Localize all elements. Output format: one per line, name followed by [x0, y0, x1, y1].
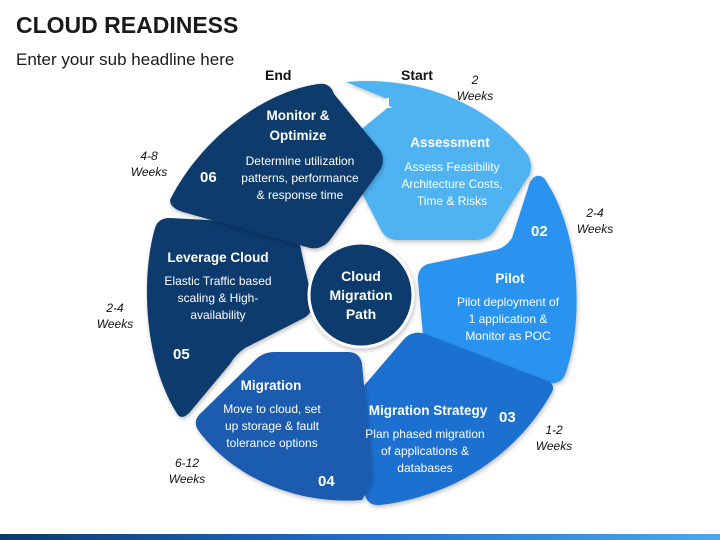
step-number-03: 03 [499, 409, 516, 426]
segment-06 [170, 83, 383, 249]
step-number-01: 01 [375, 95, 392, 112]
step-line-04-3: tolerance options [226, 436, 317, 450]
center-label-line1: Cloud [341, 268, 381, 284]
duration-unit: Weeks [168, 472, 206, 486]
duration-value: 1-2 [545, 423, 563, 437]
step-title-04: Migration [241, 378, 302, 393]
center-circle [307, 241, 415, 349]
segment-04 [195, 352, 373, 501]
duration-step-02: 2-4 Weeks [575, 205, 615, 237]
segment-02 [417, 175, 577, 384]
duration-value: 6-12 [174, 456, 200, 470]
duration-step-05: 2-4 Weeks [95, 300, 135, 332]
duration-step-03: 1-2 Weeks [534, 422, 574, 454]
end-label: End [265, 67, 292, 83]
step-title-01: Assessment [410, 135, 490, 150]
step-title-06-line2: Optimize [269, 128, 326, 143]
step-line-05-1: Elastic Traffic based [164, 274, 271, 288]
center-label-line3: Path [346, 306, 376, 322]
segment-01 [343, 80, 532, 240]
step-title-03: Migration Strategy [369, 403, 488, 418]
duration-step-04: 6-12 Weeks [167, 455, 207, 487]
step-line-01-3: Time & Risks [417, 194, 487, 208]
step-line-03-2: of applications & [381, 444, 469, 458]
start-label: Start [401, 67, 433, 83]
duration-unit: Weeks [456, 89, 494, 103]
step-line-01-2: Architecture Costs, [401, 177, 502, 191]
duration-unit: Weeks [535, 439, 573, 453]
page-title: CLOUD READINESS [16, 12, 239, 38]
bottom-accent-bar [0, 534, 720, 540]
step-line-05-2: scaling & High- [178, 291, 259, 305]
step-line-04-2: up storage & fault [225, 419, 320, 433]
duration-value: 2-4 [106, 301, 124, 315]
step-line-04-1: Move to cloud, set [223, 402, 321, 416]
segment-03 [344, 332, 554, 506]
step-line-05-3: availability [190, 308, 245, 322]
step-title-02: Pilot [495, 271, 525, 286]
duration-step-01: 2 Weeks [455, 72, 495, 104]
step-line-02-1: Pilot deployment of [457, 295, 560, 309]
duration-unit: Weeks [576, 222, 614, 236]
step-line-03-3: databases [397, 461, 452, 475]
step-line-01-1: Assess Feasibility [404, 160, 499, 174]
step-line-03-1: Plan phased migration [365, 427, 484, 441]
step-number-05: 05 [173, 346, 190, 363]
duration-step-06: 4-8 Weeks [129, 148, 169, 180]
center-label-line2: Migration [330, 287, 393, 303]
duration-value: 2-4 [586, 206, 604, 220]
duration-unit: Weeks [130, 165, 168, 179]
step-number-06: 06 [200, 169, 217, 186]
step-line-02-3: Monitor as POC [465, 329, 551, 343]
step-line-06-3: & response time [257, 188, 344, 202]
duration-value: 2 [471, 73, 479, 87]
step-line-06-1: Determine utilization [246, 154, 355, 168]
step-line-02-2: 1 application & [469, 312, 548, 326]
step-number-02: 02 [531, 223, 548, 240]
segment-05 [146, 218, 313, 417]
duration-unit: Weeks [96, 317, 134, 331]
duration-value: 4-8 [140, 149, 158, 163]
step-title-05: Leverage Cloud [167, 250, 268, 265]
step-number-04: 04 [318, 473, 335, 490]
page-subtitle: Enter your sub headline here [16, 50, 235, 69]
step-title-06: Monitor & [267, 108, 330, 123]
step-line-06-2: patterns, performance [241, 171, 359, 185]
